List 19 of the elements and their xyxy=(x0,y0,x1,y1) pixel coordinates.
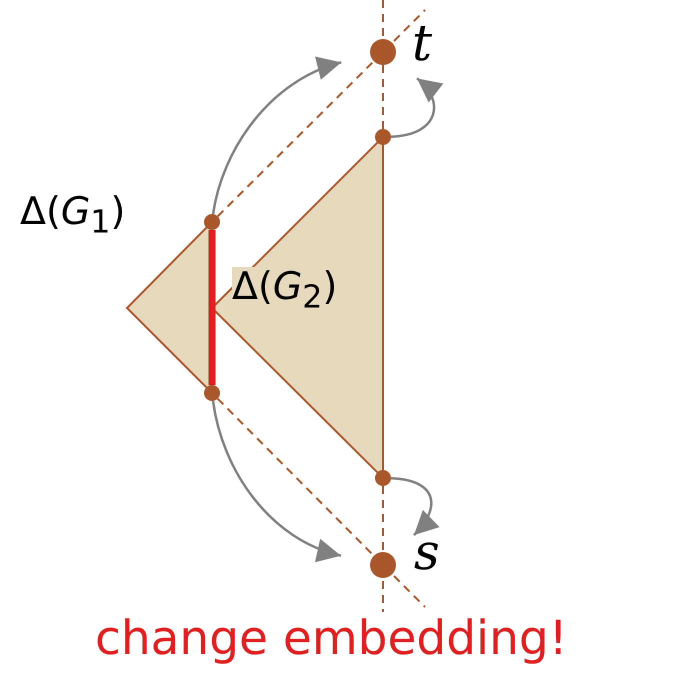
point-dot xyxy=(375,129,391,145)
vertex-dot xyxy=(370,39,396,65)
dashed-line xyxy=(382,486,384,552)
line xyxy=(208,230,216,385)
point-dot xyxy=(204,385,220,401)
variable-label: s xyxy=(414,527,440,577)
dashed-line xyxy=(216,60,374,218)
math-label: Δ(G$_{1}$) xyxy=(20,192,126,240)
curved-arrow xyxy=(390,477,440,536)
dashed-line xyxy=(382,65,384,129)
curved-arrow xyxy=(212,58,342,214)
note-text: change embedding! xyxy=(95,615,568,662)
point-dot xyxy=(204,214,220,230)
curved-arrow xyxy=(390,77,443,138)
vertex-dot xyxy=(370,552,396,578)
curved-arrow xyxy=(212,400,342,561)
variable-label: t xyxy=(412,18,432,68)
point-dot xyxy=(375,470,391,486)
dashed-line xyxy=(216,398,375,556)
